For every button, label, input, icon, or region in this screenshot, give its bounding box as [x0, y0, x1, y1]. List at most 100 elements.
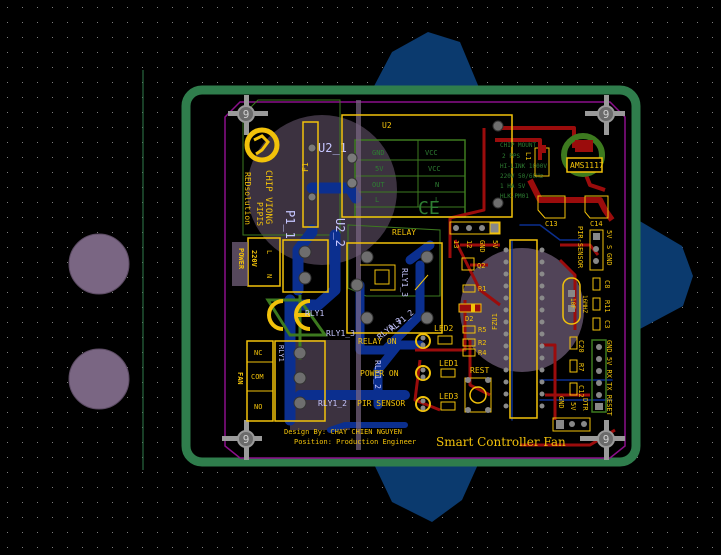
- reset-button[interactable]: [464, 377, 492, 413]
- cap-c-bulk-2[interactable]: [584, 195, 609, 219]
- rly1-label-a: RLY1: [305, 309, 324, 318]
- c12-outline[interactable]: [569, 382, 578, 396]
- mount-hole-top-right[interactable]: 9: [585, 95, 625, 135]
- pir-sensor-header[interactable]: [589, 229, 604, 271]
- logo-text-pipis: PIPIS: [255, 202, 264, 226]
- c8-outline[interactable]: [592, 277, 601, 291]
- cap-c-bulk-1[interactable]: [537, 195, 566, 219]
- r7-outline[interactable]: [569, 359, 578, 373]
- mount-hole-bottom-left[interactable]: 9: [222, 420, 262, 460]
- header-13-12-gnd-5v[interactable]: [449, 221, 501, 235]
- crystal-ref: 10F: [569, 298, 576, 309]
- gnd-plane-strip: [356, 100, 361, 450]
- l1-label: L1: [524, 152, 532, 160]
- rly-label-e: RLY1_3: [326, 329, 355, 338]
- svg-text:VCC: VCC: [425, 149, 438, 157]
- led2-resistor[interactable]: [437, 335, 453, 345]
- svg-text:220V 50/60Hz: 220V 50/60Hz: [500, 173, 544, 180]
- fab-triangle: [265, 298, 328, 337]
- pad: [492, 120, 504, 132]
- u2-pin-table: GND VCC 5V VCC OUT N L L: [372, 149, 441, 204]
- designer-credit: Design By: CHAY CHIEN NGUYEN: [284, 428, 402, 436]
- led-3[interactable]: [415, 396, 431, 412]
- mount-hole-top-left[interactable]: 9: [228, 95, 268, 135]
- crystal-16mhz[interactable]: [562, 277, 581, 325]
- fab-outline-left: [242, 99, 341, 236]
- regulator-courtyard: [561, 133, 605, 177]
- status-pir-sensor: PIR SENSOR: [357, 399, 405, 408]
- ams1117-label: AMS1117: [570, 161, 604, 170]
- pad: [346, 177, 358, 189]
- rly-label-f: RLY1_2: [373, 360, 382, 389]
- pad: [307, 192, 317, 202]
- ams1117-outline[interactable]: [566, 157, 603, 173]
- header-pin-gnd: GND: [478, 240, 486, 253]
- power-label: POWER: [237, 248, 245, 270]
- relay-fab-outline: [347, 224, 441, 297]
- logo-text-redsolution: REDsolution: [243, 172, 252, 225]
- power-pin-n: N: [265, 274, 273, 278]
- r1-label: R1: [478, 285, 486, 293]
- pir-pin-s: S: [605, 245, 613, 249]
- fan-pin-nc: NC: [254, 349, 262, 357]
- terminal-block-power[interactable]: [282, 239, 329, 293]
- company-logo-icon: [244, 127, 280, 163]
- led3-resistor[interactable]: [440, 401, 456, 411]
- pad: [307, 143, 317, 153]
- isp-header[interactable]: [552, 417, 591, 432]
- led-2[interactable]: [415, 333, 431, 349]
- mount-hole-bottom-right[interactable]: 9: [580, 420, 625, 460]
- fan-connector-outline[interactable]: [246, 340, 274, 422]
- r2-outline[interactable]: [462, 338, 476, 347]
- c20-label: C20: [577, 340, 585, 353]
- r4-outline[interactable]: [462, 348, 476, 357]
- r11-label: R11: [603, 300, 611, 313]
- fuse-f1-outline[interactable]: [302, 121, 319, 228]
- isp-pin-5v: 5V: [569, 402, 577, 411]
- c20-outline[interactable]: [569, 336, 578, 350]
- svg-text:L: L: [435, 196, 439, 204]
- pad: [293, 371, 307, 385]
- rly1-2-bottom-label: RLY1_2: [318, 399, 347, 408]
- fuse-f1-label: F1: [301, 162, 310, 172]
- r1-outline[interactable]: [462, 284, 476, 293]
- pir-pin-gnd: GND: [605, 253, 613, 266]
- ce-mark-c: [267, 299, 284, 331]
- c3-outline[interactable]: [592, 317, 601, 331]
- svg-text:9: 9: [243, 108, 250, 121]
- power-voltage: 220V: [250, 250, 258, 268]
- led-1[interactable]: [415, 365, 431, 381]
- led1-label: LED1: [439, 359, 458, 368]
- pad: [420, 311, 434, 325]
- rly-label-b: RLY1_3: [400, 268, 409, 297]
- pad: [350, 278, 364, 292]
- mount-circle-top[interactable]: [68, 233, 130, 295]
- svg-text:HLK-PM01: HLK-PM01: [500, 193, 529, 200]
- svg-text:GND: GND: [372, 149, 385, 157]
- pad: [298, 245, 312, 259]
- terminal-block-fan[interactable]: [274, 340, 326, 422]
- q2-outline[interactable]: [461, 257, 475, 271]
- svg-text:CHIP MOUNT: CHIP MOUNT: [500, 142, 537, 149]
- led2-label: LED2: [434, 324, 453, 333]
- header-pin-12: 12: [465, 240, 473, 248]
- d2-outline[interactable]: [458, 303, 482, 313]
- uart-header[interactable]: [591, 339, 607, 413]
- r5-outline[interactable]: [462, 325, 476, 334]
- mcu-label: FZU1: [491, 313, 499, 330]
- c3-label: C3: [603, 320, 611, 328]
- pad: [298, 271, 312, 285]
- pad: [492, 197, 504, 209]
- r11-outline[interactable]: [592, 297, 601, 311]
- crystal-label: 16MHZ: [581, 295, 588, 313]
- led1-resistor[interactable]: [440, 368, 456, 378]
- mount-circle-bottom[interactable]: [68, 348, 130, 410]
- svg-text:L: L: [375, 196, 379, 204]
- u2-module-outline[interactable]: [341, 114, 513, 218]
- mcu-socket-fzu1[interactable]: [509, 239, 538, 419]
- svg-text:9: 9: [603, 433, 610, 446]
- svg-text:2 PPS: 2 PPS: [502, 153, 520, 160]
- relay-outline[interactable]: [346, 242, 443, 334]
- svg-text:1 HA 5V: 1 HA 5V: [500, 183, 526, 190]
